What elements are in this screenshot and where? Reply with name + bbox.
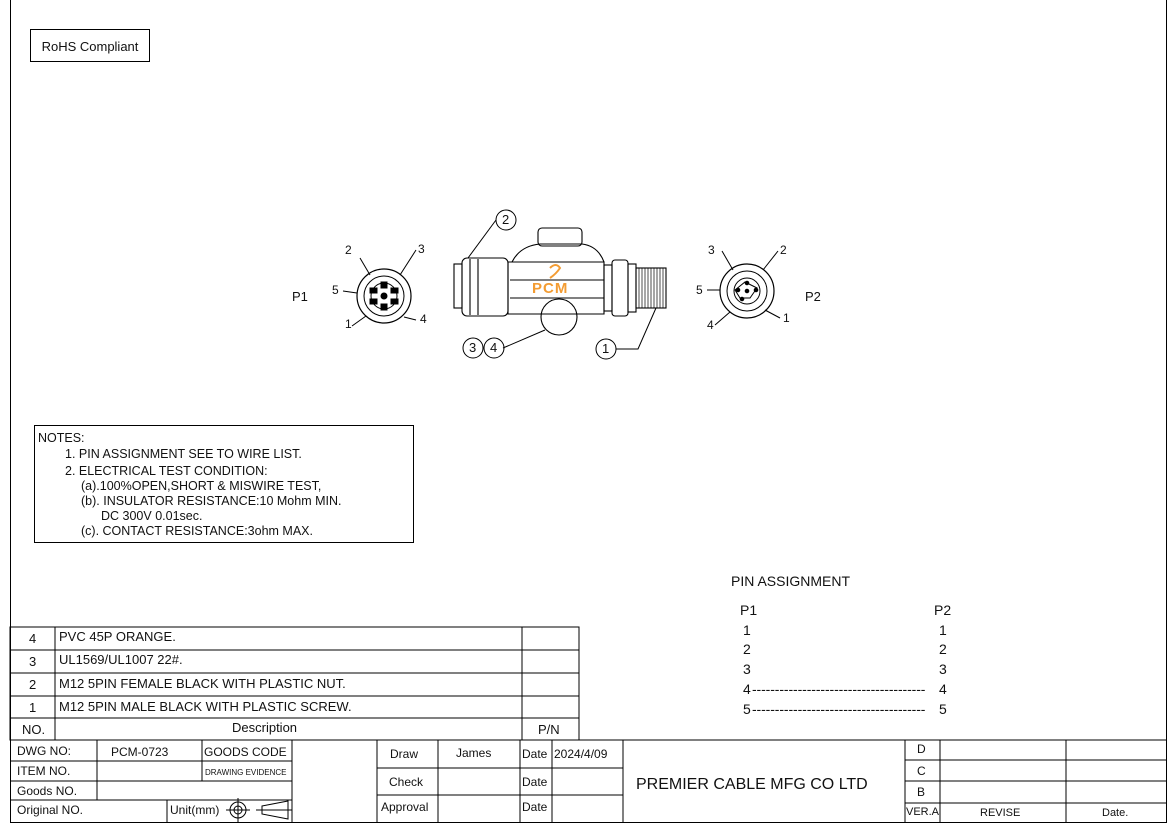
note-line: 2. ELECTRICAL TEST CONDITION:: [65, 464, 268, 478]
pcm-logo: PCM: [532, 280, 569, 297]
draw-date-label: Date: [522, 747, 548, 761]
pin-row-p1: 1: [743, 622, 751, 638]
projection-symbol-icon: [226, 798, 292, 822]
bom-row-no: 1: [29, 700, 37, 715]
check-label: Check: [389, 775, 424, 789]
goods-no-label: Goods NO.: [17, 784, 78, 798]
p2-face-view: [707, 250, 781, 326]
p2-pin-4: 4: [707, 318, 714, 332]
bom-row-no: 2: [29, 677, 37, 692]
bom-header-pn: P/N: [538, 722, 560, 737]
p1-pin-3: 3: [418, 242, 425, 256]
drawing-frame: [10, 0, 1167, 823]
bom-header-no: NO.: [22, 722, 46, 737]
p1-pin-4: 4: [420, 312, 427, 326]
draw-name: James: [456, 746, 492, 760]
notes-title: NOTES:: [38, 431, 85, 445]
pin-assignment-p1-header: P1: [740, 602, 758, 618]
item-no-label: ITEM NO.: [17, 764, 71, 778]
callout-1: 1: [602, 341, 610, 356]
dwg-no-value: PCM-0723: [111, 745, 169, 759]
bom-row-desc: PVC 45P ORANGE.: [59, 629, 176, 644]
pcm-logo-mark: [549, 264, 562, 279]
tee-connector-body: [453, 227, 667, 336]
pin-row-p2: 5: [939, 701, 947, 717]
rohs-badge: RoHS Compliant: [30, 29, 150, 62]
callout-leaders: [462, 209, 657, 360]
bom-row-desc: UL1569/UL1007 22#.: [59, 652, 183, 667]
p1-face-view: [342, 249, 417, 327]
drawing-evidence-label: DRAWING EVIDENCE: [205, 768, 287, 777]
original-no-label: Original NO.: [17, 803, 84, 817]
pin-row-p1: 4: [743, 681, 751, 697]
note-line: (a).100%OPEN,SHORT & MISWIRE TEST,: [81, 479, 322, 493]
p1-label: P1: [292, 289, 308, 304]
goods-code-label: GOODS CODE: [204, 745, 287, 759]
rev-c: C: [917, 764, 926, 778]
p2-pin-5: 5: [696, 283, 703, 297]
rev-a: VER.A: [906, 806, 940, 818]
p2-pin-2: 2: [780, 243, 787, 257]
bom-row-no: 4: [29, 631, 37, 646]
dwg-no-label: DWG NO:: [17, 744, 71, 758]
note-line: 1. PIN ASSIGNMENT SEE TO WIRE LIST.: [65, 447, 302, 461]
unit-label: Unit(mm): [170, 803, 220, 817]
p2-pin-1: 1: [783, 311, 790, 325]
p1-pin-1: 1: [345, 317, 352, 331]
p1-pin-2: 2: [345, 243, 352, 257]
bom-row-no: 3: [29, 654, 37, 669]
note-line: DC 300V 0.01sec.: [101, 509, 203, 523]
bom-row-desc: M12 5PIN MALE BLACK WITH PLASTIC SCREW.: [59, 699, 352, 714]
pin-row-wire: --------------------------------------: [752, 701, 926, 717]
notes-box: NOTES: 1. PIN ASSIGNMENT SEE TO WIRE LIS…: [34, 425, 414, 543]
revise-date-label: Date.: [1102, 807, 1129, 819]
pin-assignment-title: PIN ASSIGNMENT: [731, 573, 851, 589]
p1-pin-5: 5: [332, 283, 339, 297]
pin-row-p2: 3: [939, 661, 947, 677]
approval-date-label: Date: [522, 800, 548, 814]
p2-label: P2: [805, 289, 821, 304]
pin-row-p1: 2: [743, 641, 751, 657]
pin-row-p1: 3: [743, 661, 751, 677]
pin-assignment-p2-header: P2: [934, 602, 952, 618]
draw-label: Draw: [390, 747, 419, 761]
pin-row-p1: 5: [743, 701, 751, 717]
pin-row-p2: 4: [939, 681, 947, 697]
rev-d: D: [917, 742, 926, 756]
draw-date-value: 2024/4/09: [554, 747, 608, 761]
check-date-label: Date: [522, 775, 548, 789]
callout-2: 2: [502, 212, 510, 227]
approval-label: Approval: [381, 800, 429, 814]
note-line: (c). CONTACT RESISTANCE:3ohm MAX.: [81, 524, 313, 538]
title-block-lines: [10, 739, 1167, 823]
callout-3: 3: [469, 340, 477, 355]
bom-header-desc: Description: [232, 720, 298, 735]
company-name: PREMIER CABLE MFG CO LTD: [636, 776, 868, 793]
callout-4: 4: [490, 340, 498, 355]
pin-row-p2: 2: [939, 641, 947, 657]
pin-row-p2: 1: [939, 622, 947, 638]
p2-pin-3: 3: [708, 243, 715, 257]
revise-label: REVISE: [980, 807, 1021, 819]
bom-table-lines: [9, 626, 580, 741]
pin-row-wire: --------------------------------------: [752, 681, 926, 697]
note-line: (b). INSULATOR RESISTANCE:10 Mohm MIN.: [81, 494, 342, 508]
rev-b: B: [917, 785, 926, 799]
bom-row-desc: M12 5PIN FEMALE BLACK WITH PLASTIC NUT.: [59, 676, 346, 691]
